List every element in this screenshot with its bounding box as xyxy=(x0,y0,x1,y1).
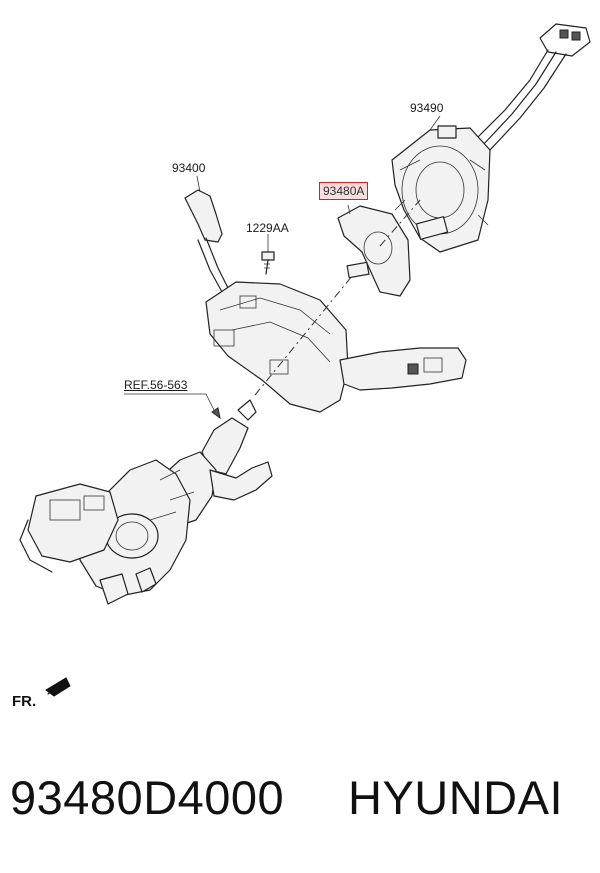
multifunction-switch xyxy=(184,189,467,413)
arrow-icon xyxy=(45,677,71,697)
assembly-axis xyxy=(254,199,421,396)
steering-column xyxy=(19,399,273,605)
part-number: 93480D4000 xyxy=(10,771,285,824)
label-93490: 93490 xyxy=(410,101,444,115)
label-93400: 93400 xyxy=(172,161,206,175)
label-1229aa: 1229AA xyxy=(246,221,289,235)
contact-ring xyxy=(337,205,411,297)
clock-spring-assembly xyxy=(391,23,591,253)
footer: 93480D4000 HYUNDAI xyxy=(0,770,600,830)
leader-lines xyxy=(124,115,441,420)
bolt xyxy=(261,251,275,275)
label-93480a-highlighted: 93480A xyxy=(319,182,369,200)
front-direction-label: FR. xyxy=(12,693,37,710)
label-ref: REF.56-563 xyxy=(124,378,188,392)
brand-name: HYUNDAI xyxy=(348,771,564,824)
